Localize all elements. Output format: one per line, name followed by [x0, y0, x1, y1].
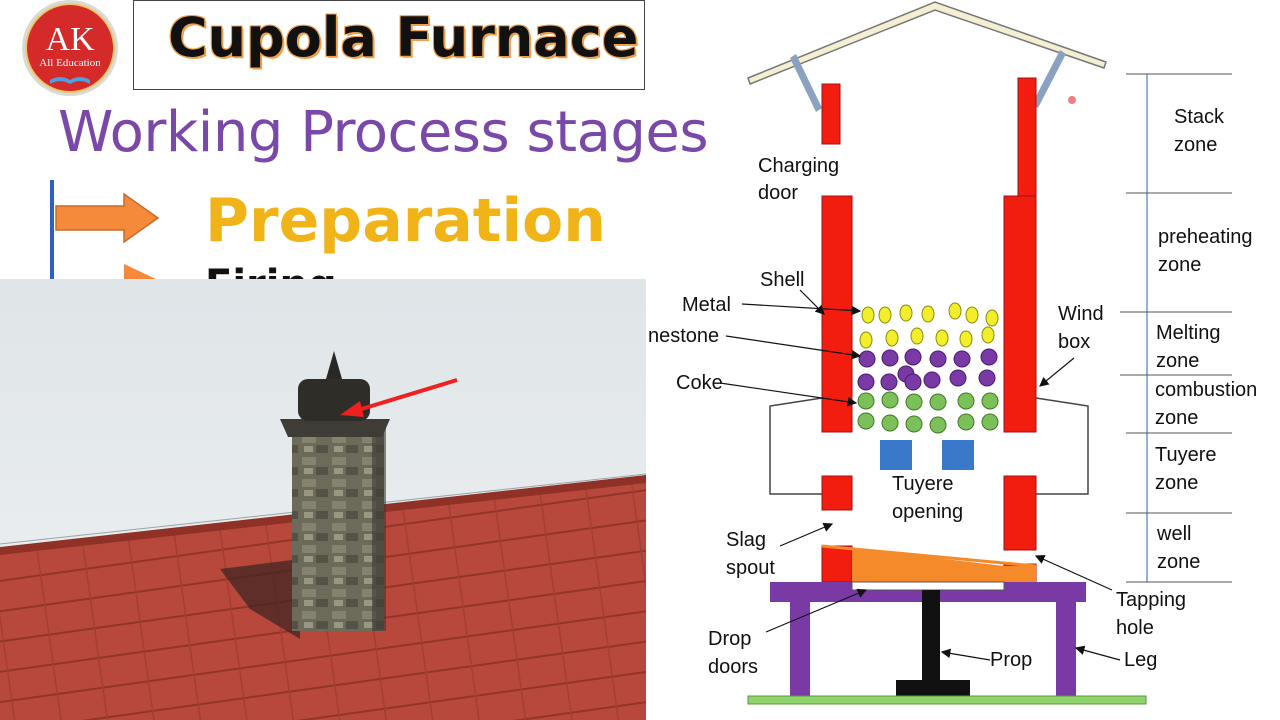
label-shell: Shell [760, 269, 804, 291]
subtitle: Working Process stages [58, 100, 709, 165]
chimney-photo [0, 279, 646, 720]
shell-walls [821, 77, 1037, 583]
page-title: Cupola Furnace [168, 6, 639, 69]
label-coke: Coke [676, 372, 723, 394]
label-leg: Leg [1124, 649, 1157, 671]
charge-coke [857, 391, 999, 434]
wind-box [769, 397, 823, 495]
stage-firing: Firing [205, 262, 337, 280]
stage-line [50, 180, 54, 280]
charge-metal [859, 302, 999, 349]
title-box [133, 0, 645, 90]
zone-dividers [1120, 73, 1232, 583]
stage-arrow-icon [55, 192, 160, 244]
stage-preparation: Preparation [205, 186, 606, 256]
slag-layer [852, 548, 1036, 582]
stage-arrow-icon [124, 264, 158, 280]
label-prop: Prop [990, 649, 1032, 671]
logo-caption: All Education [39, 57, 101, 69]
ak-logo: AK All Education [22, 0, 118, 96]
logo-initials: AK [45, 21, 95, 58]
tuyere-right [942, 440, 974, 470]
label-limestone: nestone [648, 325, 719, 347]
charge-limestone [857, 348, 998, 391]
tuyere-left [880, 440, 912, 470]
label-metal: Metal [682, 294, 731, 316]
base-frame [747, 581, 1147, 705]
logo-book-icon [50, 77, 90, 84]
roof [747, 1, 1107, 112]
leader-lines [719, 289, 1121, 661]
